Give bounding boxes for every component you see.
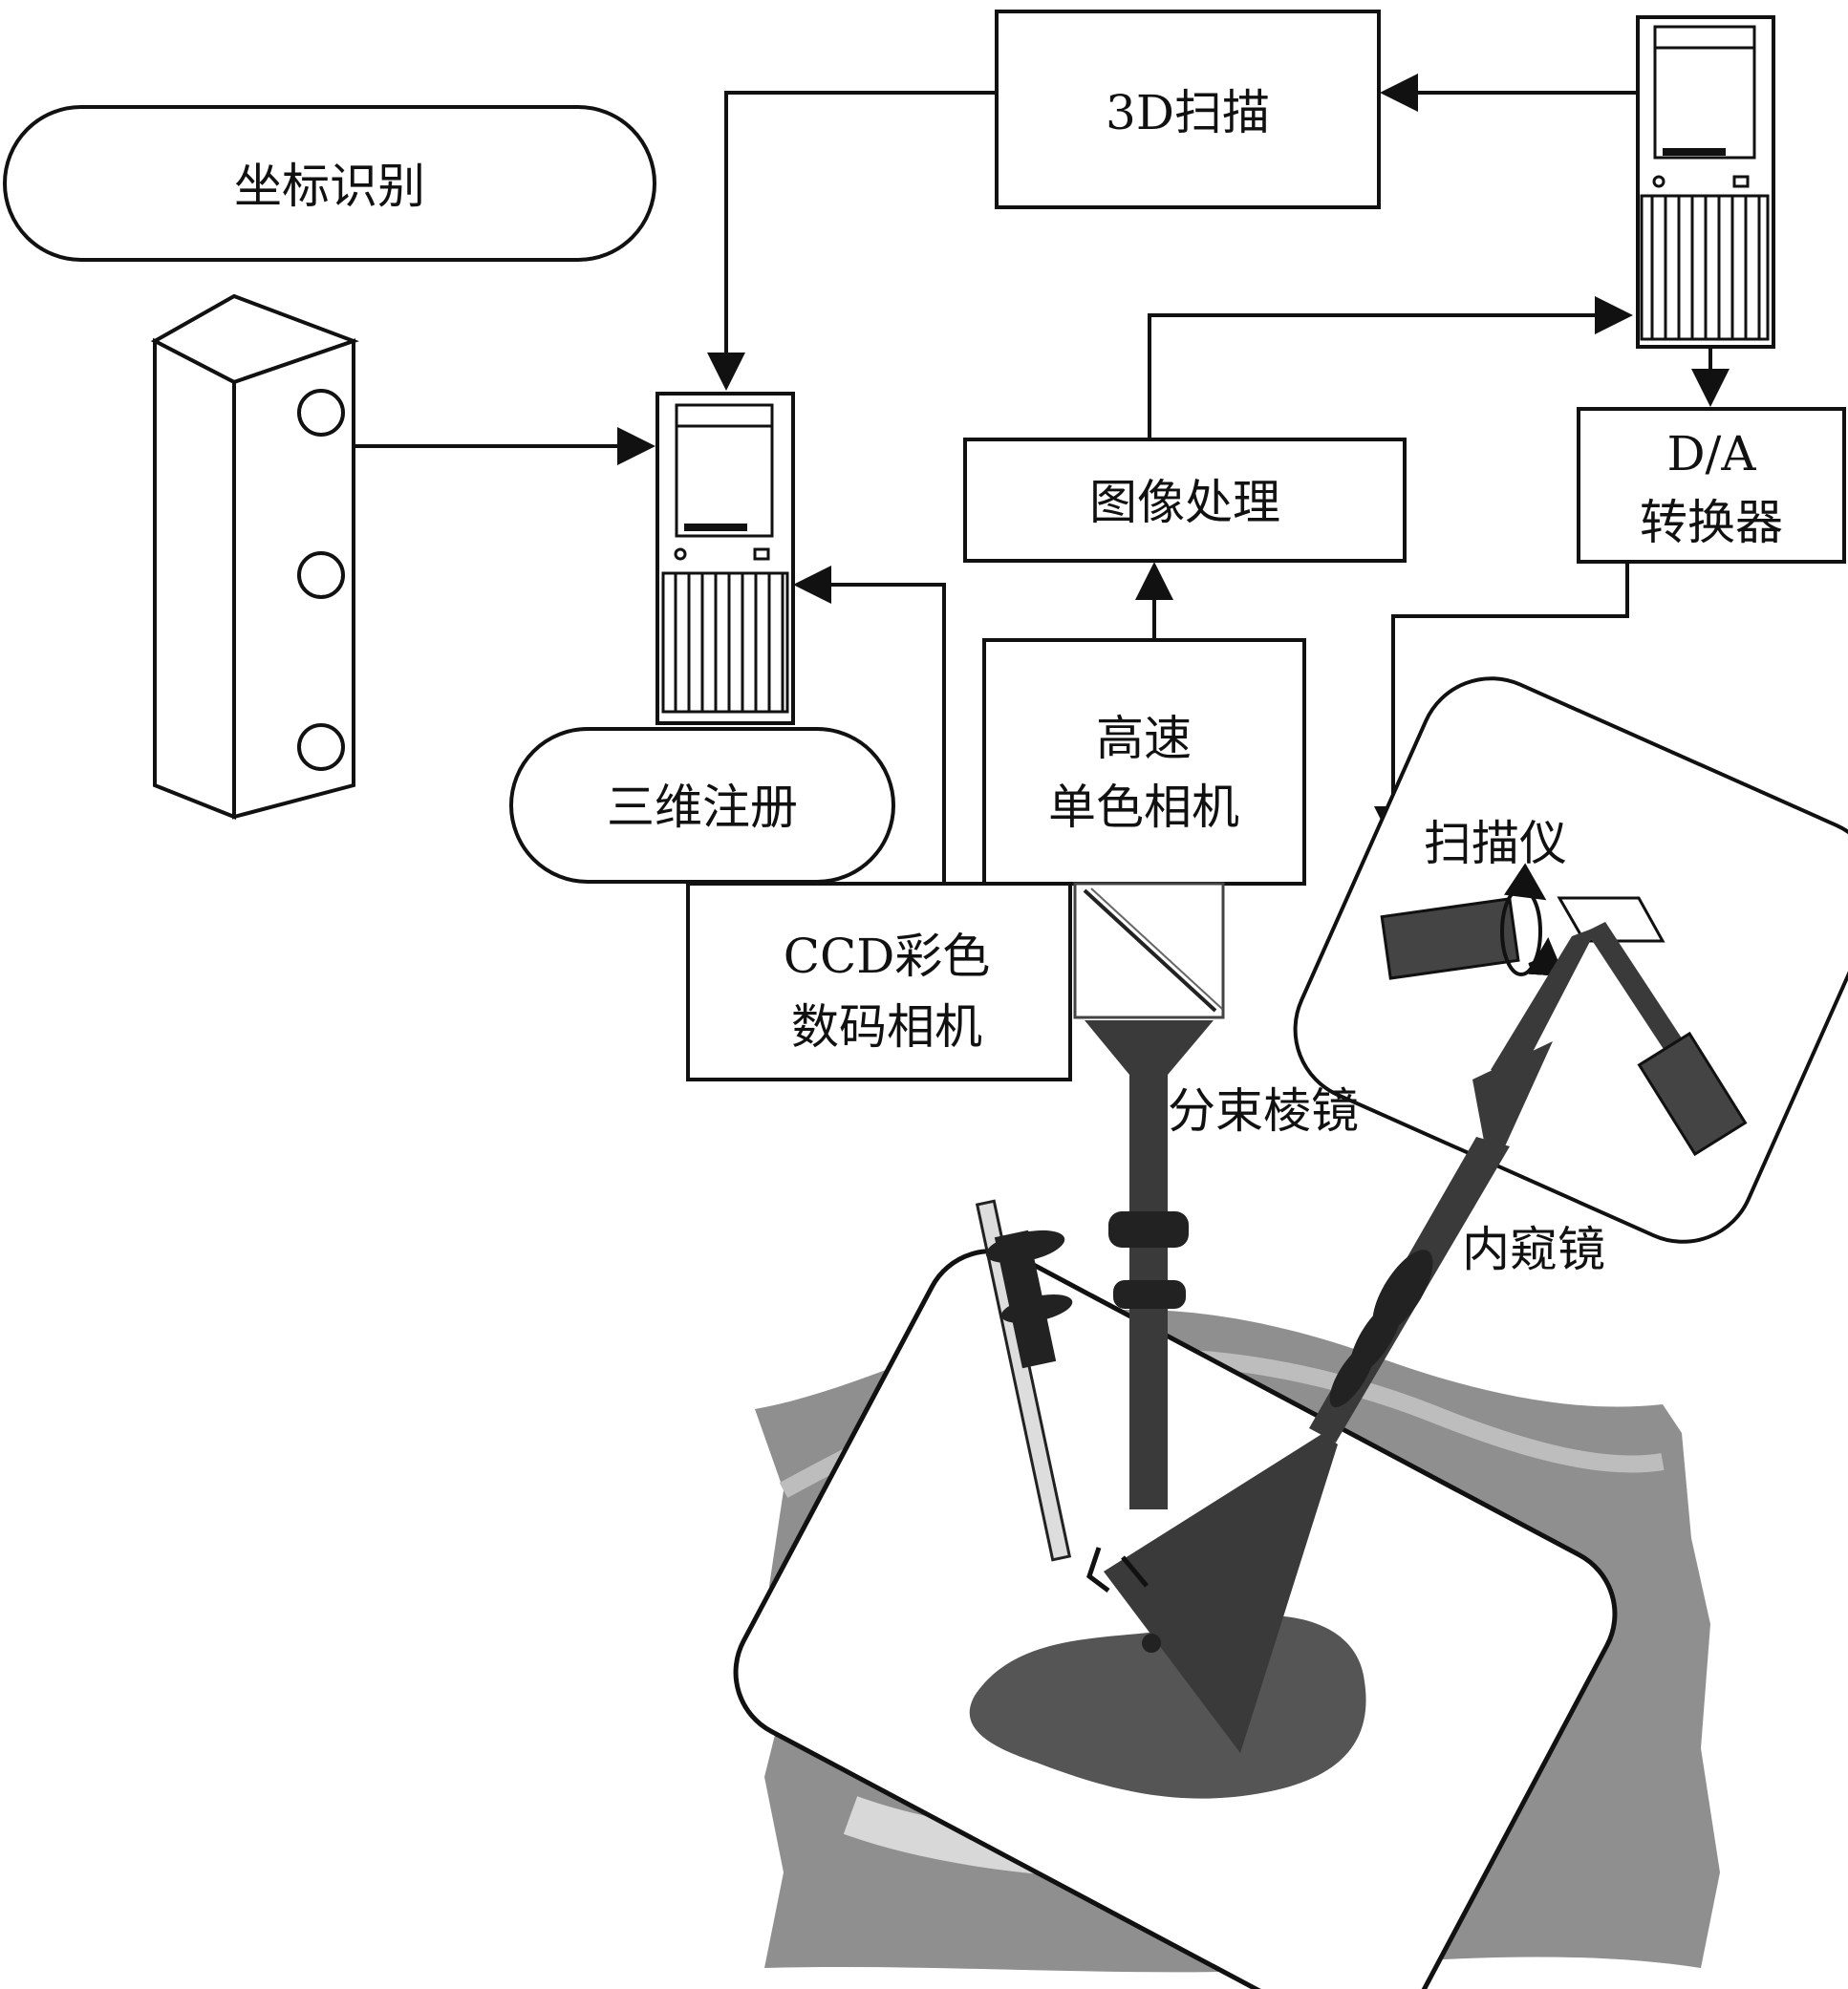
beam-splitter-icon — [1073, 882, 1225, 1019]
hs-camera-label-1: 高速 — [1096, 711, 1192, 766]
da-converter-node: D/A 转换器 — [1577, 407, 1846, 564]
scanner-computer-icon — [1636, 15, 1775, 349]
scanner-label: 扫描仪 — [1424, 816, 1567, 871]
ccd-camera-label-1: CCD彩色 — [784, 929, 991, 984]
registration-computer-icon — [655, 392, 795, 725]
ccd-camera-node: CCD彩色 数码相机 — [686, 882, 1072, 1081]
endoscope-icon: 内窥镜 — [1309, 1041, 1605, 1443]
surgical-cavity — [733, 1249, 1618, 1989]
coord-recognition-node: 坐标识别 — [3, 105, 656, 262]
endoscope-label: 内窥镜 — [1462, 1222, 1605, 1277]
registration-3d-label: 三维注册 — [607, 780, 798, 835]
coord-recognition-label: 坐标识别 — [234, 159, 425, 214]
tracker-marker-1-icon — [297, 389, 345, 437]
tracker-marker-2-icon — [297, 551, 345, 599]
scan-3d-label: 3D扫描 — [1106, 85, 1270, 140]
da-converter-label-2: 转换器 — [1640, 495, 1783, 550]
scan-mirror-icon — [1557, 896, 1665, 943]
hs-camera-label-2: 单色相机 — [1048, 780, 1239, 835]
laser-source-icon — [1380, 897, 1520, 980]
surgical-instrument-icon — [975, 1199, 1149, 1593]
hs-camera-node: 高速 单色相机 — [982, 638, 1306, 886]
optical-tracker-icon — [150, 293, 359, 820]
detector-icon — [1637, 1031, 1748, 1157]
central-scope-icon: 分束棱镜 — [1085, 1020, 1359, 1509]
connectors — [354, 74, 1730, 884]
beam-splitter-label: 分束棱镜 — [1168, 1083, 1359, 1139]
image-processing-label: 图像处理 — [1089, 475, 1280, 530]
image-processing-node: 图像处理 — [963, 438, 1407, 563]
endoscope-beam-icon — [1104, 1433, 1338, 1753]
scan-3d-node: 3D扫描 — [995, 10, 1381, 209]
ccd-camera-label-2: 数码相机 — [791, 999, 982, 1055]
registration-3d-node: 三维注册 — [509, 727, 895, 884]
da-converter-label-1: D/A — [1666, 426, 1756, 481]
scanner-module: 扫描仪 — [1293, 676, 1848, 1244]
tracker-marker-3-icon — [297, 723, 345, 771]
